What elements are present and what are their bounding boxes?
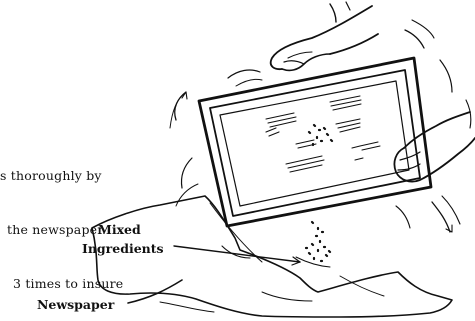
pointer-newspaper xyxy=(128,280,182,303)
pointer-ingredients xyxy=(174,246,300,262)
upper-hand xyxy=(271,6,372,69)
newspaper-sheet xyxy=(92,196,452,317)
